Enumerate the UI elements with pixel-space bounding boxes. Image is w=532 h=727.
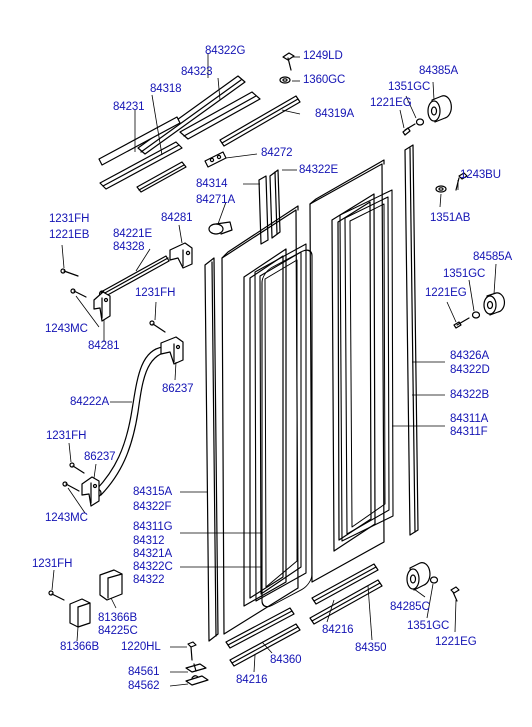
label-84321A: 84321A <box>133 548 173 560</box>
label-84311A: 84311A <box>450 413 489 425</box>
label-1351AB: 1351AB <box>430 212 471 224</box>
label-84222A: 84222A <box>70 396 110 408</box>
label-84281-bottom: 84281 <box>88 340 120 352</box>
label-84225C: 84225C <box>98 625 138 637</box>
label-84322B: 84322B <box>450 389 490 401</box>
label-84271A: 84271A <box>196 194 236 206</box>
label-84315A: 84315A <box>133 486 173 498</box>
label-86237-2: 86237 <box>84 451 116 463</box>
label-84221E: 84221E <box>113 228 153 240</box>
label-84281-top: 84281 <box>161 212 193 224</box>
screw-1243MC-1 <box>70 288 87 298</box>
center-vertical-strips <box>258 169 281 245</box>
screw-1231FH-4 <box>48 590 65 601</box>
label-1220HL: 1220HL <box>121 641 161 653</box>
bottom-rail-84216-left <box>225 607 295 649</box>
label-1351GC-top: 1351GC <box>388 81 431 93</box>
label-1221EG-bottom: 1221EG <box>435 636 477 648</box>
label-84328: 84328 <box>113 241 145 253</box>
roller-84285C <box>406 562 460 602</box>
right-vertical-strip <box>404 144 419 536</box>
label-1360GC: 1360GC <box>303 74 346 86</box>
roller-84385A <box>402 95 452 136</box>
label-1243MC-2: 1243MC <box>45 512 88 524</box>
label-84216-1: 84216 <box>322 624 354 636</box>
screw-1231FH-2 <box>149 320 166 333</box>
screw-1249LD <box>282 52 295 71</box>
label-84322E: 84314 <box>196 178 228 190</box>
label-84319A: 84319A <box>315 108 355 120</box>
label-84360: 84360 <box>270 654 302 666</box>
label-1351GC-mid: 1351GC <box>443 268 486 280</box>
bracket-84281-top <box>169 242 193 269</box>
right-door-panel <box>309 159 385 583</box>
label-84285C: 84285C <box>390 601 430 613</box>
label-84311G: 84311G <box>133 521 173 533</box>
washer-1360GC <box>279 76 291 84</box>
guide-block-84225C <box>99 569 123 601</box>
label-84216-2: 84216 <box>236 674 268 686</box>
bracket-86237-top <box>160 336 184 365</box>
label-84326A: 84326A <box>450 350 490 362</box>
label-1221EG-mid: 1221EG <box>425 287 467 299</box>
bolt-1243BU <box>435 172 468 193</box>
label-84322C: 84322C <box>133 561 173 573</box>
label-84272: 84272 <box>261 147 293 159</box>
top-rail-84322G <box>137 75 246 155</box>
top-rail-84318 <box>98 116 187 193</box>
bracket-86237-bottom <box>81 476 100 507</box>
label-84318: 84318 <box>150 83 182 95</box>
top-rail-84319A <box>219 95 301 147</box>
label-1243MC-1: 1243MC <box>45 323 88 335</box>
label-84322F: 84322F <box>133 501 172 513</box>
left-vertical-strip <box>204 257 219 642</box>
label-1351GC-bottom: 1351GC <box>407 620 450 632</box>
label-84385A: 84385A <box>419 65 459 77</box>
screw-1231FH-3 <box>69 462 85 474</box>
bracket-84281-bottom <box>93 291 111 322</box>
label-1231FH-3: 1231FH <box>46 430 87 442</box>
hinge-arm-84222A <box>94 346 168 498</box>
label-86237-1: 86237 <box>162 383 194 395</box>
label-84562: 84562 <box>128 680 160 692</box>
bottom-rail-84216-right <box>311 563 379 605</box>
label-84312: 84312 <box>133 535 165 547</box>
guide-block-81366B <box>69 598 91 628</box>
label-84585A: 84585A <box>473 251 513 263</box>
label-84322: 84322 <box>133 574 165 586</box>
label-84311F: 84311F <box>450 426 488 438</box>
label-1249LD: 1249LD <box>303 50 343 62</box>
roller-84585A <box>453 292 505 329</box>
bottom-rail-84350 <box>309 579 383 625</box>
roller-84271A <box>208 221 233 235</box>
right-seal-frames <box>339 189 394 542</box>
label-84350: 84350 <box>355 642 387 654</box>
leader-lines <box>51 53 497 687</box>
left-seal-frames <box>254 243 313 608</box>
label-81366B-2: 81366B <box>60 641 100 653</box>
top-rail-84323 <box>179 91 261 140</box>
label-81366B-1: 81366B <box>98 612 138 624</box>
label-84322D: 84322D <box>450 364 490 376</box>
screw-1220HL <box>187 641 197 661</box>
label-1243BU: 1243BU <box>460 169 501 181</box>
clip-84272 <box>204 151 227 168</box>
label-84561: 84561 <box>128 666 160 678</box>
screw-1231FH-1 <box>60 268 79 277</box>
label-1231FH-2: 1231FH <box>135 287 176 299</box>
label-84314: 84322E <box>299 164 339 176</box>
label-1231FH-4: 1231FH <box>32 558 73 570</box>
label-1231FH-1: 1231FH <box>49 213 90 225</box>
label-84323: 84323 <box>181 66 213 78</box>
label-1221EB: 1221EB <box>49 229 90 241</box>
label-1221EG-top: 1221EG <box>370 97 412 109</box>
clip-84561 <box>185 663 207 673</box>
label-84322G: 84322G <box>205 45 246 57</box>
clip-84562 <box>185 675 209 686</box>
screw-1243MC-2 <box>62 481 80 492</box>
label-84231: 84231 <box>113 101 145 113</box>
